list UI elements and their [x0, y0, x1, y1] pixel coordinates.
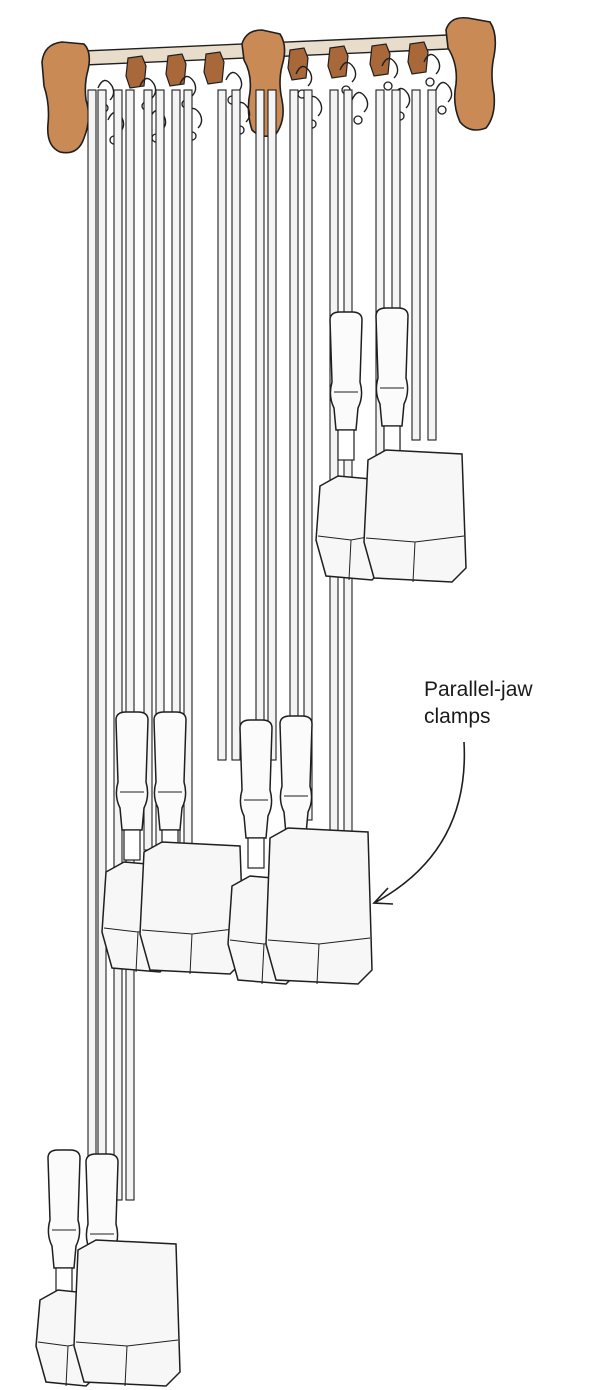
rack-bracket-3	[445, 16, 497, 131]
clamp-body	[363, 449, 467, 583]
hanger-hook-3	[179, 75, 197, 97]
clamp-handle	[329, 311, 363, 431]
clamp-body-seam	[135, 931, 139, 973]
clamp-body	[265, 827, 373, 985]
clamp-head-6	[265, 715, 373, 985]
rack-spacer-7	[407, 41, 429, 75]
hanger-hook-16	[435, 81, 453, 103]
clamp-body-seam	[124, 1345, 128, 1387]
clamp-body-seam	[261, 943, 265, 985]
clamp-handle	[47, 1149, 81, 1269]
clamp-bar-10	[231, 89, 241, 761]
clamp-bar-13	[289, 89, 299, 821]
rack-spacer-3	[203, 51, 225, 85]
clamp-handle	[239, 719, 273, 839]
clamp-bar-9	[217, 89, 227, 761]
hanger-pin-14	[353, 115, 363, 125]
rack-spacer-5	[327, 45, 349, 79]
clamp-bar-11	[255, 89, 265, 761]
clamp-head-8	[73, 1153, 181, 1387]
clamp-body	[139, 841, 245, 975]
rack-spacer-4	[287, 47, 309, 81]
clamp-body-seam	[412, 541, 416, 583]
hanger-hook-8	[423, 53, 441, 75]
callout-arrow-shaft	[375, 741, 466, 903]
clamp-body-seam	[348, 539, 352, 581]
clamp-bar-3	[113, 89, 123, 1201]
clamp-head-4	[139, 711, 245, 975]
clamp-bar-14	[303, 89, 313, 821]
clamp-bar-4	[125, 89, 135, 1201]
clamp-head-2	[363, 307, 467, 583]
hanger-hook-2	[139, 77, 157, 99]
rack-spacer-6	[369, 43, 391, 77]
clamp-body	[73, 1239, 181, 1387]
clamp-handle	[153, 711, 187, 831]
hanger-hook-1	[97, 79, 115, 101]
wall-rack	[41, 16, 497, 154]
hanger-hook-14	[351, 91, 369, 113]
hanger-hook-6	[339, 61, 357, 83]
clamp-screw	[123, 829, 141, 861]
clamp-bar-20	[427, 89, 437, 441]
curved-arrow-icon	[372, 741, 466, 905]
clamp-bar-16	[343, 89, 353, 851]
rack-spacer-1	[125, 55, 147, 89]
callout-line-2: clamps	[424, 705, 491, 728]
rack-spacer-2	[165, 53, 187, 87]
callout-label: Parallel-jaw clamps	[424, 676, 594, 730]
hanger-pin-7	[383, 81, 393, 91]
clamp-bar-15	[329, 89, 339, 851]
clamp-heads	[35, 307, 467, 1387]
hanger-pin-8	[425, 77, 435, 87]
clamp-body-seam	[316, 943, 320, 985]
clamp-bars	[87, 89, 437, 1281]
clamp-body-seam	[65, 1345, 69, 1387]
hanger-hook-7	[381, 57, 399, 79]
rack-bracket-1	[41, 41, 91, 154]
clamp-screw	[337, 429, 355, 461]
clamp-bar-1	[87, 89, 97, 1281]
callout-arrow-head	[372, 887, 394, 905]
clamp-handle	[279, 715, 313, 835]
clamp-bar-12	[267, 89, 277, 761]
hanger-hook-5	[295, 65, 313, 87]
clamp-screw	[247, 837, 265, 869]
clamp-handle	[375, 307, 409, 427]
hanger-hook-4	[225, 71, 243, 93]
clamp-body-seam	[189, 933, 193, 975]
clamp-bar-19	[411, 89, 421, 441]
clamp-bar-2	[97, 89, 107, 1281]
hanger-pin-16	[437, 105, 447, 115]
clamp-handle	[115, 711, 149, 831]
callout-line-1: Parallel-jaw	[424, 678, 533, 701]
